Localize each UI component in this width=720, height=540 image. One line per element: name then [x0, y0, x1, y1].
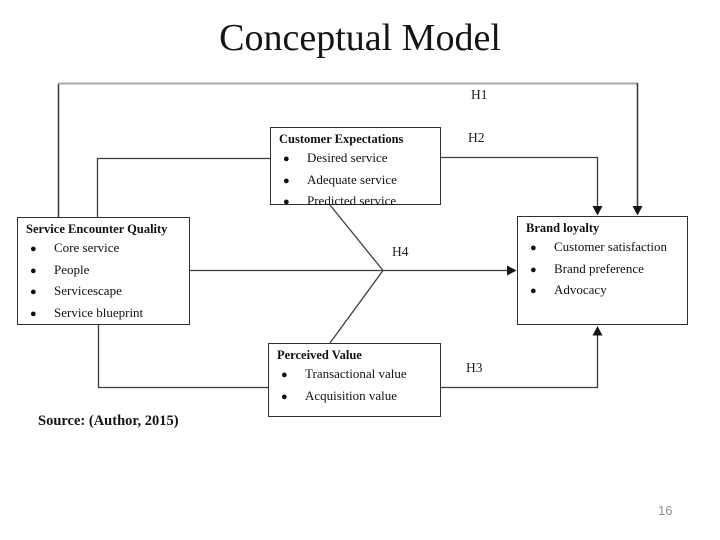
list-item-label: Servicescape [54, 283, 122, 298]
label-h1: H1 [471, 87, 488, 102]
arrowhead-h2-icon [592, 206, 603, 216]
list-item: ● Servicescape [26, 281, 185, 303]
box-brand-loyalty: Brand loyalty ● Customer satisfaction ● … [517, 216, 688, 325]
diagonal-perceived-value [329, 270, 384, 344]
list-item: ● Acquisition value [277, 386, 436, 408]
list-item-label: Adequate service [307, 171, 397, 187]
page-number: 16 [658, 503, 673, 518]
list-item: ● Transactional value [277, 364, 436, 386]
list-item-label: Core service [54, 240, 120, 255]
bullet-icon: ● [30, 264, 37, 277]
label-h2: H2 [468, 130, 485, 145]
box-service-encounter-quality: Service Encounter Quality ● Core service… [17, 217, 190, 325]
list-item: ● People [26, 260, 185, 282]
arrowhead-h4-icon [507, 265, 517, 276]
source-note: Source: (Author, 2015) [38, 413, 179, 429]
list-item-label: Transactional value [305, 366, 407, 381]
h2-line-right [441, 156, 599, 207]
list-item: ● Core service [26, 238, 185, 260]
box-customer-expectations: Customer Expectations ● Desired service … [270, 127, 441, 208]
bullet-icon: ● [30, 286, 37, 298]
list-item: ● Brand preference [526, 259, 683, 281]
bullet-icon: ● [30, 307, 37, 320]
box-perceived-value: Perceived Value ● Transactional value ● … [268, 343, 441, 417]
list-item-label: Brand preference [554, 260, 644, 276]
arrowhead-h1-icon [632, 206, 643, 216]
diagonal-customer-expectations [329, 204, 384, 271]
box-title: Customer Expectations [279, 132, 404, 146]
list-item: ● Advocacy [526, 280, 683, 302]
list-item: ● Service blueprint [26, 303, 185, 325]
bullet-icon: ● [30, 243, 37, 255]
list-item: ● Customer satisfaction [526, 237, 683, 259]
bullet-icon: ● [530, 285, 537, 297]
list-item-label: Customer satisfaction [554, 239, 668, 254]
list-item: ● Predicted service [279, 191, 436, 213]
list-item-label: Acquisition value [305, 387, 398, 403]
bullet-icon: ● [530, 242, 537, 254]
bullet-icon: ● [283, 174, 290, 187]
box-title: Service Encounter Quality [26, 222, 168, 236]
list-item-label: Advocacy [554, 282, 607, 297]
label-h3: H3 [466, 360, 483, 375]
list-item-label: Desired service [307, 150, 388, 165]
list-item-label: Service blueprint [54, 304, 144, 320]
box-title: Brand loyalty [526, 221, 600, 235]
h3-line [441, 334, 599, 389]
bullet-icon: ● [281, 369, 288, 381]
bullet-icon: ● [530, 263, 537, 276]
h2-line-left [96, 157, 270, 217]
bullet-icon: ● [283, 153, 290, 165]
label-h4: H4 [392, 244, 409, 259]
list-item-label: Predicted service [307, 193, 397, 208]
slide-title: Conceptual Model [219, 17, 501, 59]
seq-to-pv-line [97, 325, 268, 389]
list-item: ● Adequate service [279, 170, 436, 192]
list-item-label: People [54, 261, 90, 277]
list-item: ● Desired service [279, 148, 436, 170]
bullet-icon: ● [283, 196, 290, 208]
bullet-icon: ● [281, 390, 288, 403]
box-title: Perceived Value [277, 348, 362, 362]
arrowhead-h3-icon [592, 326, 603, 336]
